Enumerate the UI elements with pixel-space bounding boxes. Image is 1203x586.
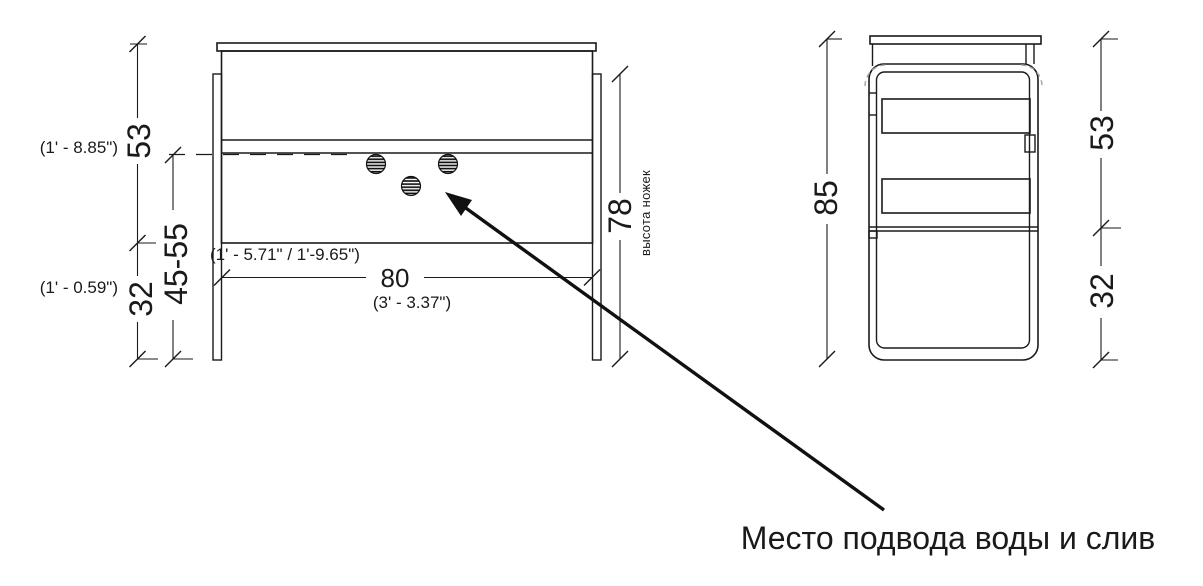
side-dim-32-label: 32 (1084, 273, 1120, 309)
corner-arc-left (864, 64, 887, 87)
dim-line-85: 85 (808, 30, 844, 368)
side-frame-inner (875, 71, 1031, 349)
width-range-imperial-label: (1' - 5.71" / 1'-9.65") (210, 245, 360, 264)
side-drawer-1 (881, 98, 1031, 134)
side-frame-outer (868, 63, 1039, 361)
callout-arrowhead-icon (445, 192, 472, 216)
side-bottom-notch (868, 230, 878, 239)
drain-hole-center (400, 175, 422, 197)
dim-80-label: 80 (381, 263, 410, 293)
leg-height-note: высота ножек (638, 170, 653, 256)
dim-45-55-label: 45-55 (158, 223, 194, 305)
dim-line-side-53-32: 53 32 (1084, 30, 1121, 369)
tick (1092, 30, 1110, 48)
callout-leader-line (462, 204, 885, 512)
tick (164, 146, 182, 164)
dim-53-imperial-label: (1' - 8.85") (40, 138, 118, 157)
dim-85-label: 85 (808, 180, 844, 216)
front-left-leg (212, 73, 223, 361)
dim-53-label: 53 (121, 123, 157, 159)
front-countertop (216, 42, 597, 52)
tick (583, 269, 601, 286)
water-hole-right (437, 153, 459, 175)
tick (213, 269, 231, 286)
tick (611, 350, 629, 368)
water-hole-left (365, 153, 387, 175)
tick (129, 35, 146, 53)
front-view (169, 42, 602, 361)
side-dim-53-label: 53 (1084, 115, 1120, 151)
dim-80-imperial-label: (3' - 3.37") (373, 293, 451, 312)
side-drawer-2 (881, 178, 1031, 214)
front-cabinet-body (220, 50, 594, 244)
tick (129, 234, 146, 252)
tick (1092, 219, 1110, 237)
tick (1092, 351, 1110, 369)
side-view (864, 35, 1043, 361)
side-countertop (869, 35, 1042, 45)
tick (164, 350, 182, 368)
tick (611, 65, 629, 83)
dim-line-78: 78 высота ножек (602, 65, 653, 368)
dim-32-imperial-label: (1' - 0.59") (40, 278, 118, 297)
tick (818, 350, 836, 368)
dim-78-label: 78 (602, 198, 638, 234)
front-right-leg (591, 73, 602, 361)
callout: Место подвода воды и слив (445, 192, 1155, 556)
side-slide-bracket (1024, 134, 1036, 153)
dim-line-53-32: 53 (1' - 8.85") 32 (1' - 0.59") (40, 35, 159, 368)
tick (818, 30, 836, 48)
tick (129, 350, 146, 368)
dim-32-label: 32 (123, 281, 159, 317)
callout-text: Место подвода воды и слив (741, 520, 1156, 556)
dim-line-45-55: 45-55 (158, 146, 194, 368)
dim-line-80: (1' - 5.71" / 1'-9.65") 80 (3' - 3.37") (210, 245, 601, 312)
corner-arc-right (1020, 64, 1043, 87)
